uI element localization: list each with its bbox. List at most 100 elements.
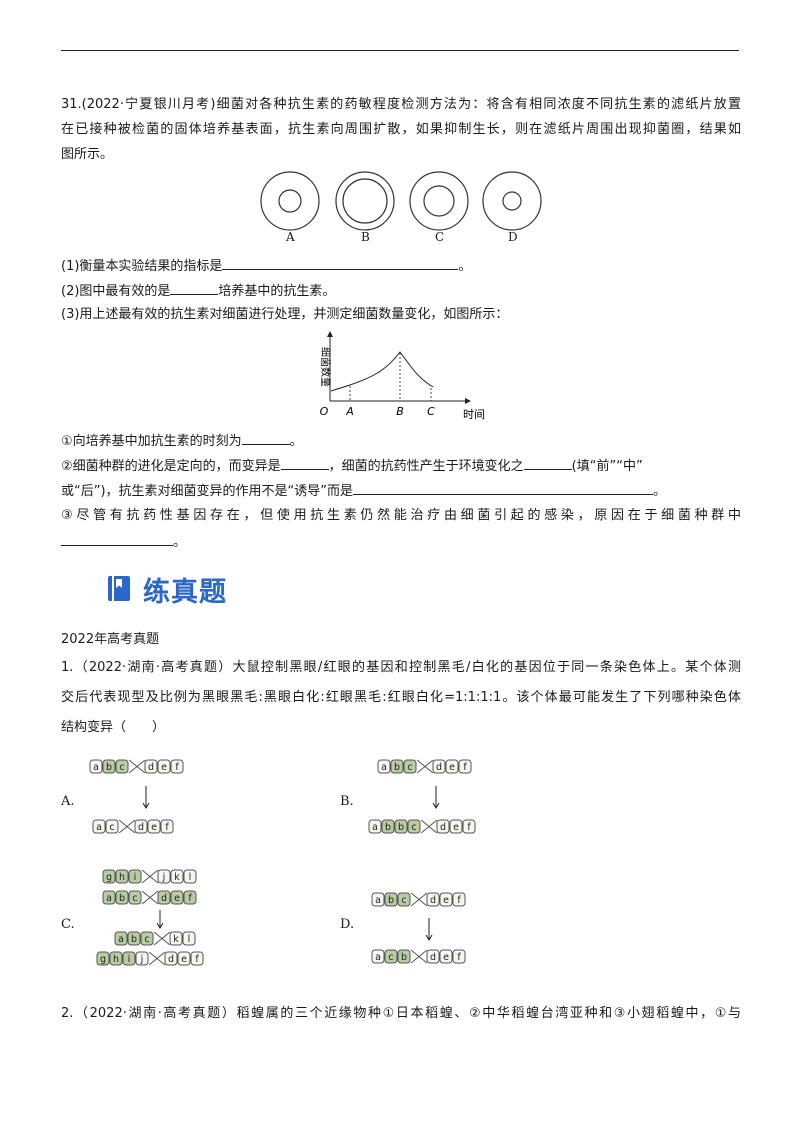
chromosome-c-original-2-gene-label-3: d — [161, 893, 167, 904]
chromosome-c-result-1-gene-label-0: a — [118, 934, 124, 945]
q31-sub-3: (3)用上述最有效的抗生素对细菌进行处理，并测定细菌数量变化，如图所示： — [61, 307, 509, 322]
chromosome-a-result-gene-label-4: f — [165, 822, 169, 833]
chromosome-c-result-2-gene-1 — [109, 951, 123, 966]
answer-blank-1[interactable] — [222, 256, 459, 270]
q31-sub-2-text: (2)图中最有效的是 — [61, 284, 171, 299]
chromosome-d-result-gene-0 — [371, 949, 385, 964]
chromosome-d-original-gene-0 — [371, 892, 385, 907]
chromosome-c-original-1-gene-0 — [102, 869, 116, 884]
chromosome-d-result-gene-label-0: a — [375, 952, 381, 963]
chromosome-b-result-gene-4 — [436, 819, 450, 834]
chromosome-c-original-2-gene-5 — [183, 890, 197, 905]
chromosome-c-result-1-gene-1 — [127, 931, 141, 946]
chromosome-d-original-gene-2 — [397, 892, 411, 907]
chromosome-c-original-2-gene-label-5: f — [188, 893, 192, 904]
chromosome-b-result-gene-5 — [449, 819, 463, 834]
graph-x-label: 时间 — [463, 408, 485, 421]
q31-item-2: ②细菌种群的进化是定向的，而变异是，细菌的抗药性产生于环境变化之(填“前”“中” — [61, 456, 741, 476]
plate-d-zone — [502, 191, 522, 211]
chromosome-c-result-2-gene-4 — [164, 951, 178, 966]
q1-line-1: 1.（2022·湖南·高考真题）大鼠控制黑眼/红眼的基因和控制黑毛/白化的基因位… — [61, 660, 741, 675]
plate-c-outer — [409, 171, 469, 231]
q31-item-2-cont: 或“后”)，抗生素对细菌变异的作用不是“诱导”而是。 — [61, 481, 741, 501]
chromosome-c-result-2-gene-0 — [96, 951, 110, 966]
chromosome-a-result-gene-0 — [92, 819, 106, 834]
plate-label-d: D — [508, 230, 518, 244]
chromosome-d-result-gene-4 — [439, 949, 453, 964]
answer-blank-7[interactable] — [61, 532, 173, 546]
chromosome-d-result-gene-2 — [397, 949, 411, 964]
chromosome-a-result-gene-1 — [105, 819, 119, 834]
chromosome-b-original-gene-label-1: b — [394, 762, 400, 773]
plate-c-zone — [423, 185, 455, 217]
q1-line-2: 交后代表现型及比例为黑眼黑毛:黑眼白化:红眼黑毛:红眼白化=1:1:1:1。该个… — [61, 690, 741, 705]
option-a[interactable]: A. — [61, 794, 75, 809]
q31-sub-1: (1)衡量本实验结果的指标是。 — [61, 256, 741, 276]
subheading: 2022年高考真题 — [61, 632, 160, 647]
chromosome-c-result-2-gene-label-3: j — [140, 954, 144, 965]
answer-blank-5[interactable] — [523, 456, 572, 470]
inhibition-zone-figure — [260, 171, 542, 231]
chromosome-b-result-gene-label-0: a — [372, 822, 378, 833]
chromosome-c-original-1-gene-label-4: k — [174, 872, 180, 883]
q31-item-1: ①向培养基中加抗生素的时刻为。 — [61, 431, 741, 451]
chromosome-a-result-gene-label-3: e — [151, 822, 157, 833]
chromosome-d-result-gene-label-5: f — [457, 952, 461, 963]
chromosome-c-result-2-centromere — [148, 951, 166, 966]
chromosome-c-original-1-gene-2 — [128, 869, 142, 884]
chromosome-d-original-gene-5 — [452, 892, 466, 907]
answer-blank-3[interactable] — [241, 431, 290, 445]
chromosome-c-result-2-gene-label-6: f — [195, 954, 199, 965]
chromosome-b-original-gene-label-2: c — [407, 762, 412, 773]
answer-blank-4[interactable] — [280, 456, 329, 470]
chromosome-c-result-2-gene-6 — [190, 951, 204, 966]
chromosome-d-original-gene-4 — [439, 892, 453, 907]
option-b[interactable]: B. — [340, 794, 354, 809]
q31-line-2: 在已接种被检菌的固体培养基表面，抗生素向周围扩散，如果抑制生长，则在滤纸片周围出… — [61, 122, 741, 137]
chromosome-c-original-1-gene-3 — [157, 869, 171, 884]
chromosome-a-original-gene-label-2: c — [119, 762, 124, 773]
q2-line-1: 2.（2022·湖南·高考真题）稻蝗属的三个近缘物种①日本稻蝗、②中华稻蝗台湾亚… — [61, 1006, 741, 1021]
plate-d-outer — [482, 171, 542, 231]
chromosome-a-original-centromere — [128, 759, 146, 774]
chromosome-c-original-2-gene-4 — [170, 890, 184, 905]
chromosome-d-original-centromere — [410, 892, 428, 907]
chromosome-b-result-gene-label-2: b — [398, 822, 404, 833]
chromosome-a-result-gene-label-1: c — [109, 822, 114, 833]
chromosome-b-result-gene-label-6: f — [467, 822, 471, 833]
chromosome-a-result-centromere — [118, 819, 136, 834]
chromosome-c-original-2-gene-2 — [128, 890, 142, 905]
chromosome-b-original-gene-1 — [390, 759, 404, 774]
section-title: 练真题 — [143, 576, 227, 608]
option-d[interactable]: D. — [340, 917, 355, 932]
answer-blank-6[interactable] — [353, 481, 654, 495]
q1-line-3: 结构变异（ ） — [61, 720, 166, 735]
q31-item-3: ③尽管有抗药性基因存在，但使用抗生素仍然能治疗由细菌引起的感染，原因在于细菌种群… — [61, 508, 741, 523]
answer-blank-2[interactable] — [170, 281, 219, 295]
chromosome-c-original-2-gene-3 — [157, 890, 171, 905]
chromosome-c-original-1-gene-label-5: l — [189, 872, 192, 883]
chromosome-d-original-gene-label-3: d — [430, 895, 436, 906]
chromosome-c-original-2-gene-label-2: c — [132, 893, 137, 904]
plate-label-b: B — [361, 230, 370, 244]
chromosome-c-original-1-gene-label-2: i — [134, 872, 137, 883]
chromosome-b-result-gene-label-4: d — [440, 822, 446, 833]
option-c[interactable]: C. — [61, 917, 75, 932]
chromosome-c-original-1-gene-5 — [183, 869, 197, 884]
chromosome-a-result-gene-4 — [160, 819, 174, 834]
chromosome-b-result-gene-label-5: e — [453, 822, 459, 833]
chromosome-b-result-gene-2 — [394, 819, 408, 834]
chromosome-a-original-gene-5 — [170, 759, 184, 774]
chromosome-b-original-gene-2 — [403, 759, 417, 774]
graph-y-label: 细菌数量 — [319, 347, 332, 387]
chromosome-c-result-2-gene-label-5: e — [181, 954, 187, 965]
chromosome-d-result-centromere — [410, 949, 428, 964]
chromosome-d-original-gene-label-5: f — [457, 895, 461, 906]
